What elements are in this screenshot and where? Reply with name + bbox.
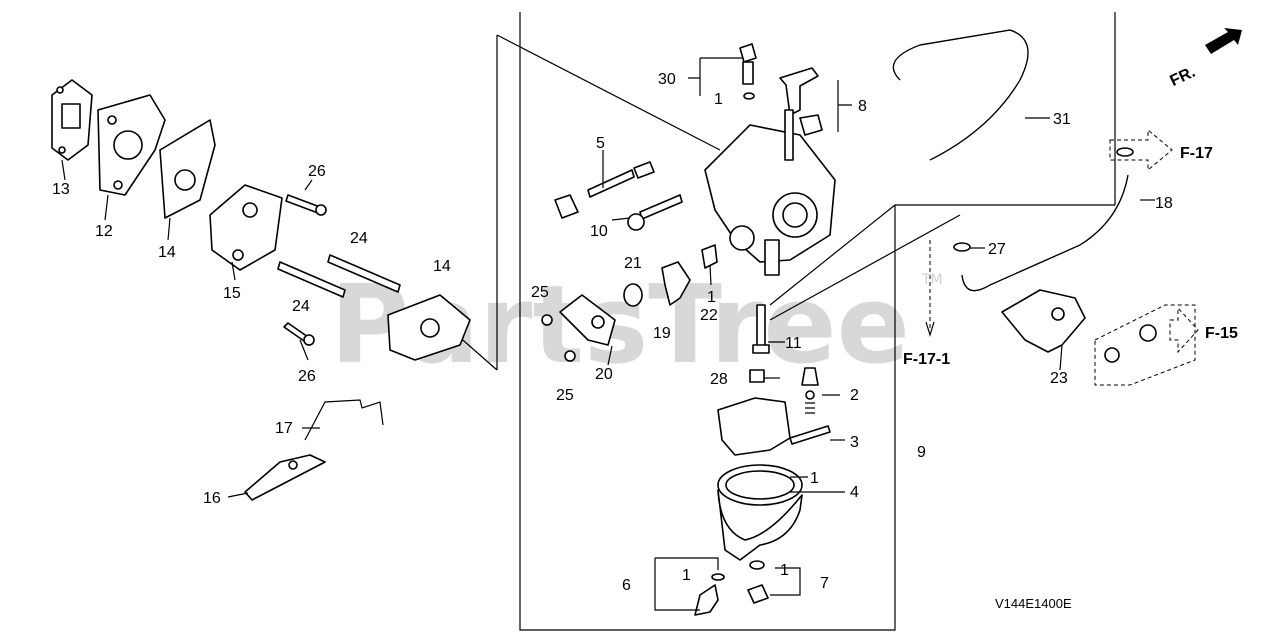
callout-5: 5 (596, 135, 605, 152)
callout-2: 2 (850, 387, 859, 404)
callout-1: 1 (780, 562, 789, 579)
callout-25: 25 (531, 284, 549, 301)
callout-3: 3 (850, 434, 859, 451)
diagram-code: V144E1400E (995, 596, 1072, 611)
screw-10[interactable] (627, 194, 683, 231)
frame-lines (439, 12, 1116, 631)
gasket-20[interactable] (559, 294, 616, 346)
drain-screw-6[interactable] (694, 573, 725, 616)
screw-30[interactable] (739, 43, 757, 100)
gasket-13[interactable] (51, 79, 93, 161)
callout-26: 26 (308, 163, 326, 180)
lever-16[interactable] (244, 454, 326, 501)
callout-15: 15 (223, 285, 241, 302)
callout-20: 20 (595, 366, 613, 383)
callout-24: 24 (292, 298, 310, 315)
callout-1: 1 (682, 567, 691, 584)
carburetor-body[interactable] (704, 124, 836, 276)
callout-10: 10 (590, 223, 608, 240)
fuel-tube-18[interactable] (961, 174, 1129, 292)
o-ring-21[interactable] (623, 283, 643, 307)
choke-lever-8[interactable] (779, 67, 823, 161)
screw-26-lower[interactable] (283, 322, 315, 346)
gasket-14-right[interactable] (387, 294, 471, 361)
callout-23: 23 (1050, 370, 1068, 387)
screw-26-upper[interactable] (285, 194, 327, 216)
clip-19[interactable] (661, 261, 691, 306)
float-chamber[interactable] (717, 489, 803, 561)
callout-6: 6 (622, 577, 631, 594)
needle-jet-11[interactable] (752, 304, 770, 354)
screw-5[interactable] (554, 161, 655, 219)
callout-30: 30 (658, 71, 676, 88)
screw-25-lower[interactable] (564, 350, 576, 362)
float-valve-2[interactable] (801, 367, 819, 414)
callout-4: 4 (850, 484, 859, 501)
link-17[interactable] (304, 399, 384, 441)
gasket-22[interactable] (701, 244, 718, 269)
callout-7: 7 (820, 575, 829, 592)
jet-28[interactable] (749, 369, 765, 383)
callout-11: 11 (785, 335, 802, 352)
direction-arrow-icon (1205, 28, 1242, 54)
ref-label-f17-1[interactable]: F-17-1 (903, 351, 950, 368)
callout-18: 18 (1155, 195, 1173, 212)
callout-22: 22 (700, 307, 718, 324)
callout-31: 31 (1053, 111, 1071, 128)
watermark-trademark: TM (921, 272, 943, 288)
callout-13: 13 (52, 181, 70, 198)
callout-12: 12 (95, 223, 113, 240)
float-chamber-gasket-4[interactable] (717, 464, 803, 506)
callout-28: 28 (710, 371, 728, 388)
callout-9: 9 (917, 444, 926, 461)
ref-arrow-f15[interactable] (1169, 306, 1199, 354)
screw-25-upper[interactable] (541, 314, 553, 326)
bracket-23[interactable] (1001, 289, 1086, 353)
callout-14: 14 (433, 258, 451, 275)
callout-14: 14 (158, 244, 176, 261)
callout-24: 24 (350, 230, 368, 247)
fuel-tube-31[interactable] (892, 29, 1029, 161)
callout-8: 8 (858, 98, 867, 115)
ref-label-f17[interactable]: F-17 (1180, 145, 1213, 162)
plate-15[interactable] (209, 184, 283, 271)
float-pin-3[interactable] (789, 425, 831, 445)
bolt-7[interactable] (747, 560, 769, 604)
ref-arrow-f17[interactable] (1109, 128, 1173, 172)
callout-17: 17 (275, 420, 293, 437)
leader-lines (61, 57, 1155, 611)
insulator-12[interactable] (97, 94, 166, 196)
callout-25: 25 (556, 387, 574, 404)
stud-bolt-24[interactable] (277, 254, 401, 298)
callout-21: 21 (624, 255, 642, 272)
gasket-14-left[interactable] (159, 119, 216, 219)
callout-1: 1 (707, 289, 716, 306)
callout-1: 1 (714, 91, 723, 108)
nuts-group[interactable] (1094, 304, 1196, 386)
callout-1: 1 (810, 470, 819, 487)
direction-label: FR. (1167, 64, 1198, 90)
callout-26: 26 (298, 368, 316, 385)
clip-27[interactable] (953, 242, 971, 252)
callout-19: 19 (653, 325, 671, 342)
ref-label-f15[interactable]: F-15 (1205, 325, 1238, 342)
callout-27: 27 (988, 241, 1006, 258)
float-9[interactable] (717, 397, 791, 456)
callout-16: 16 (203, 490, 221, 507)
